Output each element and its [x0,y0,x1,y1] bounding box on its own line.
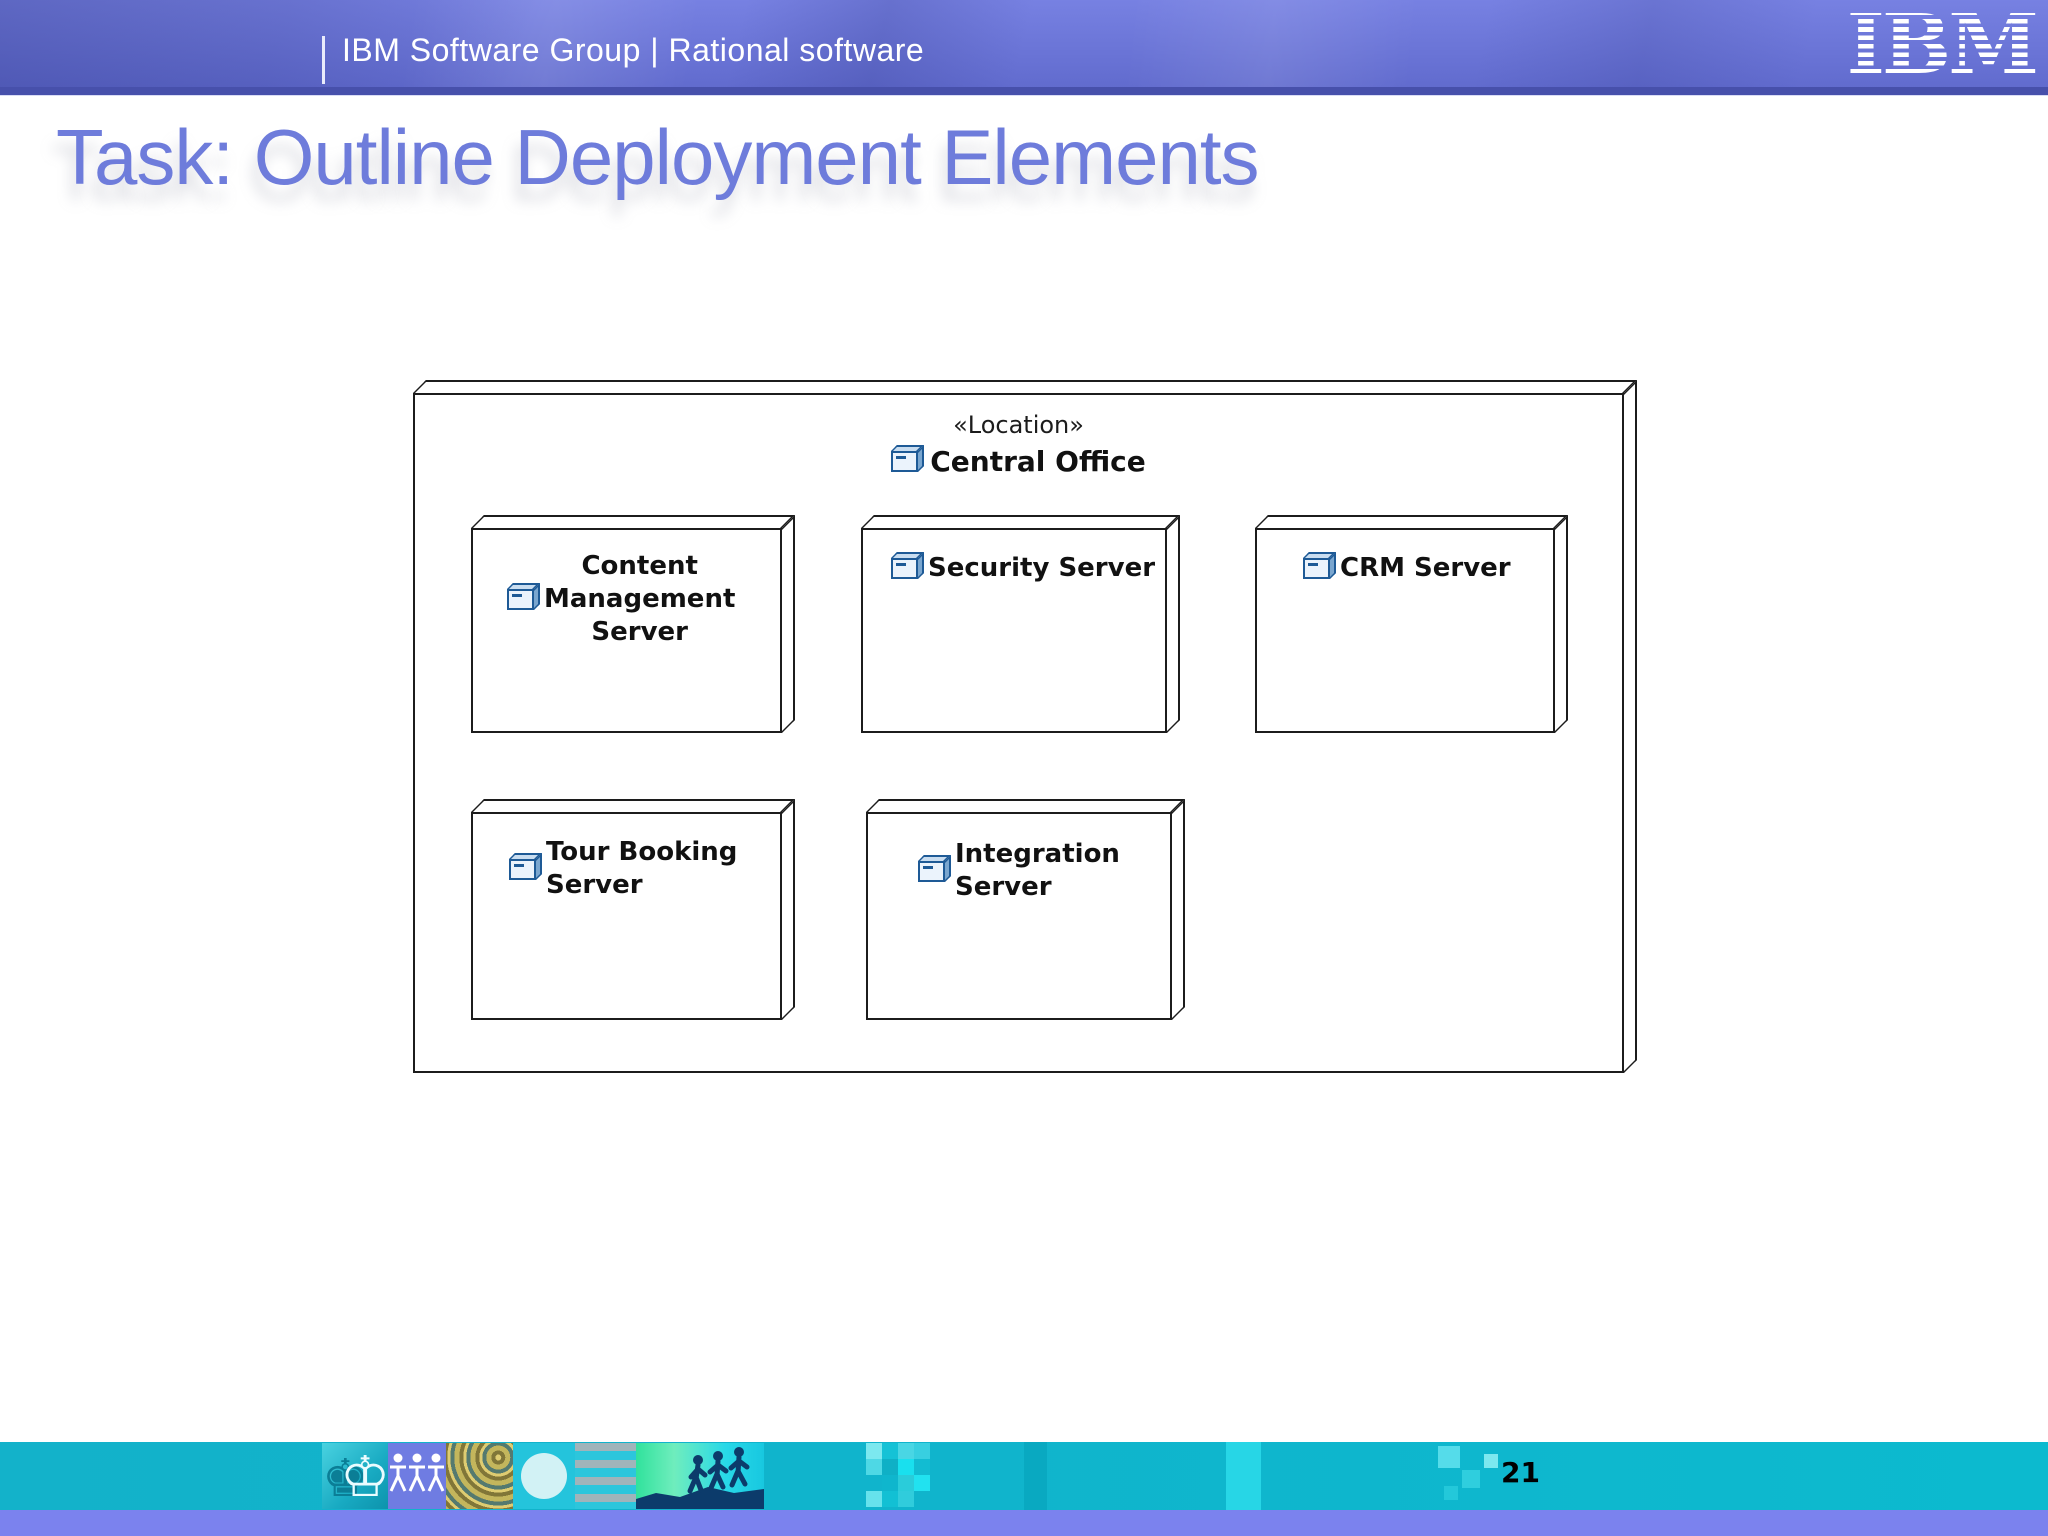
header-banner: IBM Software Group | Rational software I… [0,0,2048,96]
footer-dark-band [1024,1442,1047,1510]
location-name: Central Office [930,445,1146,478]
chess-piece-icon: ♔ [340,1445,388,1509]
node-integration-server: Integration Server [866,812,1172,1020]
chess-piece-icon: ♚ [322,1449,369,1509]
uml-node-cube-icon [1303,558,1330,579]
footer-light-band [1226,1442,1261,1510]
stripes-photo-tile [575,1443,636,1509]
uml-node-cube-icon [891,451,919,472]
mosaic-decoration [866,1443,930,1507]
uml-node-cube-icon [507,589,534,610]
header-bottom-strip [0,87,2048,96]
node-content-management-server: Content Management Server [471,528,782,733]
node-label: CRM Server [1340,553,1511,583]
uml-node-cube-icon [891,558,918,579]
header-divider-rule [322,36,325,84]
clock-photo-tile [446,1443,513,1509]
header-ray-decoration [0,0,2048,96]
hikers-photo-tile [636,1443,764,1509]
uml-node-cube-icon [509,858,536,880]
header-product-line: IBM Software Group | Rational software [342,32,925,68]
people-figures-tile [388,1443,446,1509]
chess-photo-tile: ♚ ♔ [322,1443,388,1509]
footer-purple-strip [0,1510,2048,1536]
location-name-row: Central Office [415,445,1622,478]
hikers-silhouette-icon [636,1447,764,1509]
node-crm-server: CRM Server [1255,528,1555,733]
node-label: Security Server [928,553,1156,583]
mosaic-decoration [1438,1446,1508,1506]
node-label: Content Management Server [544,551,736,647]
location-stereotype: «Location» [953,411,1084,439]
people-figures-icon [389,1453,445,1492]
node-security-server: Security Server [861,528,1167,733]
page-number: 21 [1501,1456,1540,1489]
footer-photo-strip: ♚ ♔ [322,1443,764,1509]
node-label: Integration Server [955,839,1120,902]
uml-node-cube-icon [918,860,945,882]
page-title: Task: Outline Deployment Elements [56,113,1260,201]
ibm-logo-icon: IBM [1846,0,2039,93]
node-tour-booking-server: Tour Booking Server [471,812,782,1020]
node-label: Tour Booking Server [546,837,738,900]
location-node-central-office: «Location» Central Office Content Manage… [413,393,1624,1073]
circle-photo-tile [513,1443,575,1509]
footer-teal-bar: ♚ ♔ [0,1442,2048,1510]
